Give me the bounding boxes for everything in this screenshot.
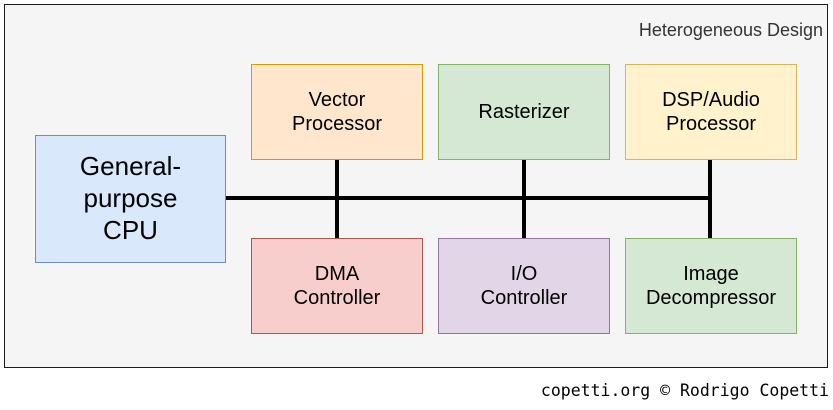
io-controller-label: I/O Controller: [480, 262, 568, 309]
rasterizer-node: Rasterizer: [438, 64, 610, 160]
bus-link-dsp-image: [708, 159, 712, 239]
image-decompressor-label: Image Decompressor: [645, 262, 777, 309]
rasterizer-label: Rasterizer: [478, 100, 570, 123]
system-bus: [225, 196, 712, 200]
copyright-footer: copetti.org © Rodrigo Copetti: [540, 381, 829, 400]
vector-processor-node: Vector Processor: [251, 64, 423, 160]
vector-processor-label: Vector Processor: [291, 88, 383, 135]
io-controller-node: I/O Controller: [438, 238, 610, 334]
bus-link-vector-dma: [335, 159, 339, 239]
dsp-audio-label: DSP/Audio Processor: [662, 88, 760, 135]
dma-controller-label: DMA Controller: [293, 262, 381, 309]
cpu-node: General- purpose CPU: [35, 135, 226, 263]
bus-link-rasterizer-io: [522, 159, 526, 239]
image-decompressor-node: Image Decompressor: [625, 238, 797, 334]
frame-title: Heterogeneous Design: [638, 20, 823, 40]
dma-controller-node: DMA Controller: [251, 238, 423, 334]
dsp-audio-node: DSP/Audio Processor: [625, 64, 797, 160]
cpu-label: General- purpose CPU: [79, 151, 182, 245]
